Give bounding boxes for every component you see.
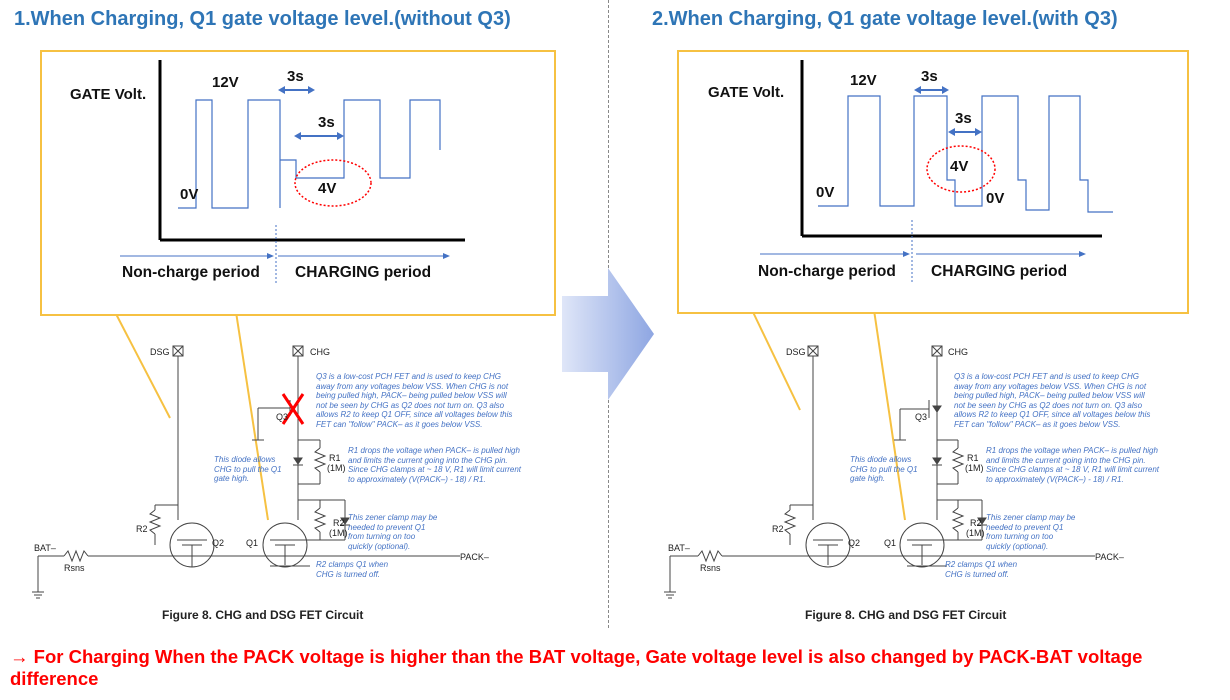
right-pack-label: PACK– (1095, 552, 1124, 562)
left-q3-label: Q3 (276, 412, 289, 422)
right-r1-note: R1 drops the voltage when PACK– is pulle… (986, 446, 1160, 484)
left-waveform-callout (40, 50, 556, 316)
right-circuit-schematic (664, 345, 1095, 599)
left-circuit-schematic (32, 345, 460, 599)
right-3s-label-1: 3s (921, 68, 938, 85)
left-3s-label-1: 3s (287, 68, 304, 85)
conclusion-text: → For Charging When the PACK voltage is … (10, 646, 1143, 689)
right-noncharge-label: Non-charge period (758, 263, 896, 280)
right-waveform-callout (677, 50, 1189, 314)
left-diode-note: This diode allows CHG to pull the Q1 gat… (214, 455, 282, 483)
right-zener-note: This zener clamp may be needed to preven… (986, 513, 1076, 551)
right-axis-label: GATE Volt. (708, 84, 785, 101)
left-0v-label: 0V (180, 186, 199, 203)
right-rsns-label: Rsns (700, 563, 721, 573)
left-waveform-plot (120, 60, 465, 284)
left-rsns-label: Rsns (64, 563, 85, 573)
right-panel-title: 2.When Charging, Q1 gate voltage level.(… (652, 8, 1118, 30)
right-3s-label-2: 3s (955, 110, 972, 127)
right-r1-label: R1 (967, 453, 979, 463)
right-q3-note: Q3 is a low-cost PCH FET and is used to … (954, 372, 1151, 429)
left-panel-title: 1.When Charging, Q1 gate voltage level.(… (14, 8, 511, 30)
left-q3-note: Q3 is a low-cost PCH FET and is used to … (316, 372, 513, 429)
right-r2-note: R2 clamps Q1 when CHG is turned off. (945, 560, 1018, 579)
left-q3-removed-x-icon (281, 393, 305, 425)
right-r2-right-label: R2 (970, 518, 982, 528)
left-r1-value: (1M) (327, 463, 346, 473)
left-figure-caption: Figure 8. CHG and DSG FET Circuit (162, 608, 364, 622)
left-r2-right-value: (1M) (329, 528, 348, 538)
right-r1-value: (1M) (965, 463, 984, 473)
right-figure-caption: Figure 8. CHG and DSG FET Circuit (805, 608, 1007, 622)
left-q2-label: Q2 (212, 538, 225, 548)
right-q1-label: Q1 (884, 538, 897, 548)
right-4v-label: 4V (950, 158, 969, 175)
left-4v-label: 4V (318, 180, 337, 197)
right-charging-label: CHARGING period (931, 263, 1068, 280)
right-0v-label: 0V (816, 184, 835, 201)
right-r2-right-value: (1M) (966, 528, 985, 538)
left-q1-label: Q1 (246, 538, 259, 548)
right-q2-label: Q2 (848, 538, 861, 548)
left-axis-label: GATE Volt. (70, 86, 147, 103)
left-r2-left-label: R2 (136, 524, 148, 534)
right-bat-label: BAT– (668, 543, 690, 553)
left-zener-note: This zener clamp may be needed to preven… (348, 513, 438, 551)
right-r2-left-label: R2 (772, 524, 784, 534)
left-12v-label: 12V (212, 74, 239, 91)
right-chg-label: CHG (948, 347, 968, 357)
left-r2-right-label: R2 (333, 518, 345, 528)
right-0v-label-2: 0V (986, 190, 1005, 207)
left-bat-label: BAT– (34, 543, 56, 553)
left-r2-note: R2 clamps Q1 when CHG is turned off. (316, 560, 389, 579)
left-chg-label: CHG (310, 347, 330, 357)
right-dsg-label: DSG (786, 347, 806, 357)
left-r1-note: R1 drops the voltage when PACK– is pulle… (348, 446, 522, 484)
left-3s-label-2: 3s (318, 114, 335, 131)
right-waveform-plot (760, 60, 1113, 284)
right-diode-note: This diode allows CHG to pull the Q1 gat… (850, 455, 918, 483)
right-q3-label: Q3 (915, 412, 928, 422)
left-noncharge-label: Non-charge period (122, 264, 260, 281)
left-charging-label: CHARGING period (295, 264, 432, 281)
left-r1-label: R1 (329, 453, 341, 463)
left-dsg-label: DSG (150, 347, 170, 357)
left-pack-label: PACK– (460, 552, 489, 562)
right-12v-label: 12V (850, 72, 877, 89)
transition-arrow-icon (562, 268, 654, 400)
